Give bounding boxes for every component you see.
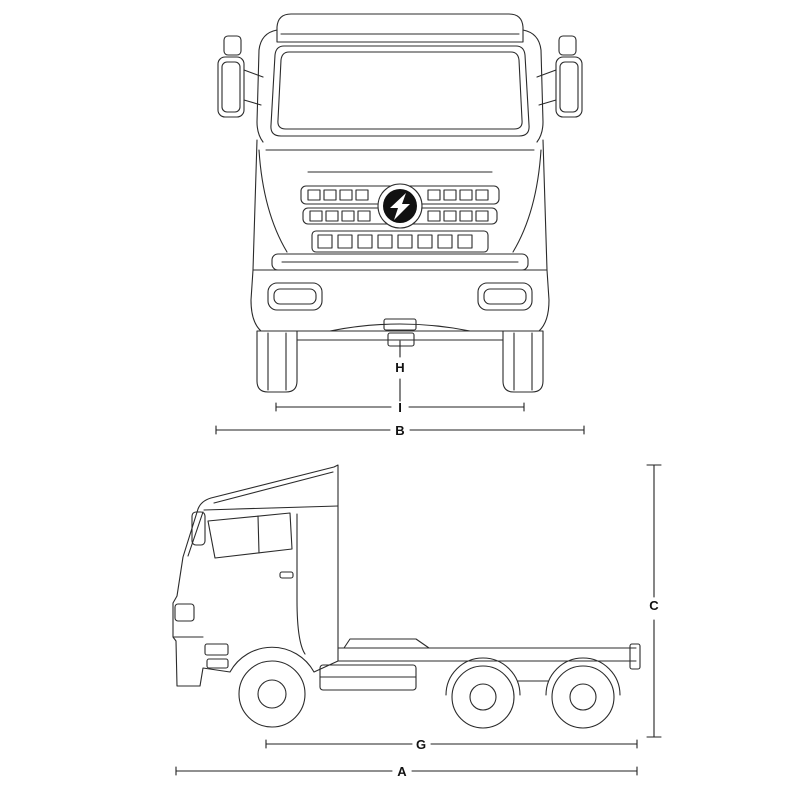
- dimension-i: I: [275, 400, 525, 415]
- truck-front-view: [217, 13, 583, 393]
- dimension-g: G: [265, 737, 638, 752]
- tow-coupling: [387, 332, 415, 347]
- bumper-outline: [250, 269, 550, 332]
- dimension-h: H: [395, 340, 405, 402]
- right-corner-deflector: [512, 149, 542, 253]
- deflector-inner-line: [213, 471, 334, 504]
- right-upper-mirror: [558, 35, 577, 56]
- bumper-lower-curve: [329, 323, 471, 332]
- dimension-a-label: A: [397, 764, 407, 779]
- rear-fender-2: [545, 657, 621, 696]
- dimension-g-label: G: [416, 737, 426, 752]
- left-mirror-arm-top: [243, 69, 264, 78]
- fifth-wheel: [343, 638, 430, 649]
- right-side-edge: [542, 139, 548, 271]
- right-mirror-glass: [559, 61, 579, 113]
- windshield-outer: [270, 45, 530, 137]
- left-headlight: [267, 282, 323, 311]
- truck-side-view: [172, 464, 641, 729]
- right-front-tire: [502, 330, 544, 393]
- left-upper-mirror: [223, 35, 242, 56]
- cab-outline: [172, 464, 339, 687]
- window-divider: [257, 515, 260, 554]
- dimension-a: A: [175, 764, 638, 779]
- dimension-c: C: [646, 464, 662, 738]
- right-headlight-inner: [483, 288, 527, 305]
- rear-wheel-2-hub: [569, 683, 597, 711]
- rear-crossmember: [629, 643, 641, 670]
- grille-mid-bar: [311, 230, 489, 253]
- windshield-inner: [277, 51, 523, 130]
- left-mirror-glass: [221, 61, 241, 113]
- cab-right-corner: [522, 29, 544, 143]
- license-plate: [383, 318, 417, 331]
- dimension-b: B: [215, 423, 585, 438]
- left-mirror-arm-bottom: [243, 99, 262, 106]
- left-front-tire: [256, 330, 298, 393]
- dimension-c-label: C: [649, 598, 659, 613]
- rear-wheel-2-tire: [551, 665, 615, 729]
- dimension-b-label: B: [395, 423, 404, 438]
- side-window: [207, 512, 293, 559]
- front-view-dimensions: H I B: [215, 340, 585, 438]
- cab-roof-line: [203, 505, 339, 511]
- side-mirror: [191, 511, 206, 546]
- right-mirror: [555, 56, 583, 118]
- headlight: [174, 603, 195, 622]
- cab-step-lower: [206, 658, 229, 669]
- roof-outline: [276, 13, 524, 43]
- right-mirror-arm-bottom: [538, 99, 557, 106]
- door-handle: [279, 571, 294, 579]
- front-wheel-hub: [257, 679, 287, 709]
- windshield-line: [187, 511, 204, 557]
- rear-fender-1: [445, 657, 521, 696]
- left-mirror: [217, 56, 245, 118]
- rear-wheel-1-tire: [451, 665, 515, 729]
- cab-step-upper: [204, 643, 229, 656]
- rear-wheel-1-hub: [469, 683, 497, 711]
- dimension-h-label: H: [395, 360, 404, 375]
- cab-left-corner: [256, 29, 278, 143]
- left-side-edge: [252, 139, 258, 271]
- right-mirror-arm-top: [536, 69, 557, 78]
- brand-logo-bolt: [390, 193, 410, 220]
- front-wheel-tire: [238, 660, 306, 728]
- dimension-i-label: I: [398, 400, 402, 415]
- right-headlight: [477, 282, 533, 311]
- door-line: [296, 513, 306, 655]
- left-headlight-inner: [273, 288, 317, 305]
- side-view-dimensions: C G A: [175, 464, 662, 779]
- left-corner-deflector: [258, 149, 288, 253]
